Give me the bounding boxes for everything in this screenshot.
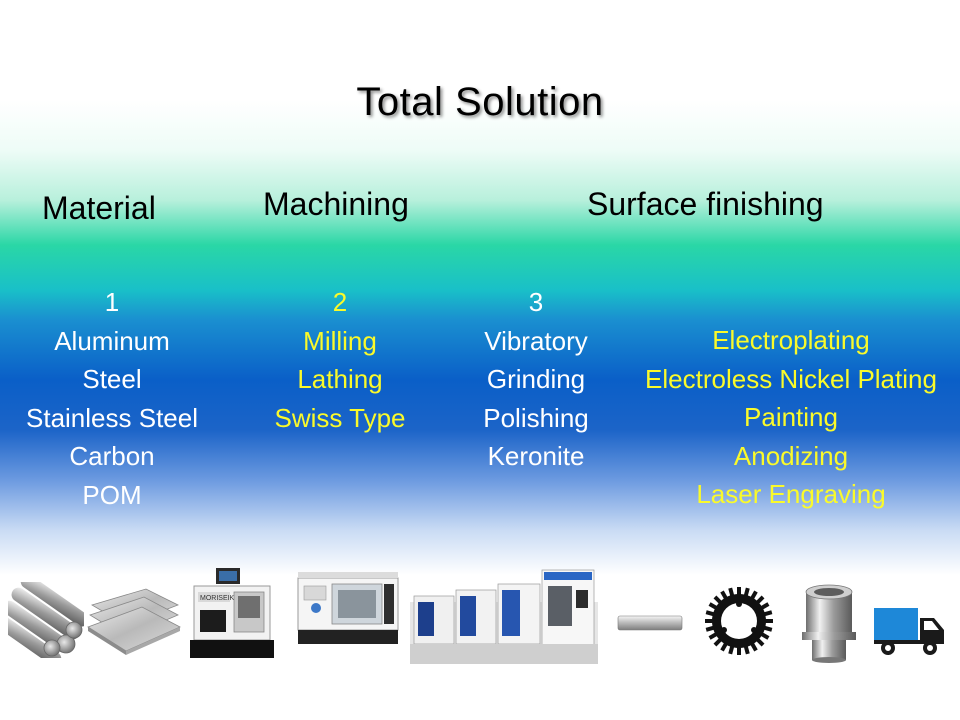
material-item: Carbon (69, 441, 155, 471)
machining-item: Swiss Type (274, 402, 406, 433)
coating-item: Electroplating (712, 325, 870, 355)
metal-bar-image (617, 615, 683, 631)
machining-item: Lathing (297, 364, 383, 394)
page-title: Total Solution (356, 80, 604, 124)
finishing-number: 3 (528, 287, 544, 317)
truck-icon (874, 608, 944, 655)
finishing-list: 3 Vibratory Grinding Polishing Keronite (456, 283, 616, 476)
material-list: 1 Aluminum Steel Stainless Steel Carbon … (12, 283, 212, 514)
material-item: Stainless Steel (26, 402, 198, 433)
aluminum-sheets-image (87, 588, 181, 655)
machining-list: 2 Milling Lathing Swiss Type (250, 283, 430, 437)
heading-surface-finishing: Surface finishing (587, 186, 824, 222)
finishing-item: Vibratory (484, 325, 588, 356)
chainring-image (705, 587, 773, 655)
heading-machining: Machining (263, 186, 409, 222)
material-number: 1 (104, 287, 120, 317)
swiss-lathe-image: MORISEIKI (190, 568, 274, 658)
svg-text:MORISEIKI: MORISEIKI (200, 595, 236, 602)
finishing-item: Polishing (483, 402, 589, 433)
metal-bushing-image (802, 584, 856, 663)
finishing-item: Keronite (487, 441, 585, 471)
machining-number: 2 (332, 287, 348, 317)
machining-item: Milling (303, 325, 377, 356)
machining-centers-image (410, 569, 598, 664)
material-item: POM (82, 479, 142, 510)
heading-material: Material (42, 190, 156, 226)
cnc-lathe-image (297, 572, 399, 644)
coating-list: Electroplating Electroless Nickel Platin… (626, 321, 956, 514)
material-item: Steel (82, 364, 142, 394)
finishing-item: Grinding (486, 364, 586, 394)
coating-item: Anodizing (733, 440, 849, 471)
metal-rods-image (8, 582, 84, 658)
coating-item: Laser Engraving (696, 479, 886, 509)
coating-item: Painting (744, 402, 838, 432)
coating-item: Electroless Nickel Plating (645, 363, 937, 394)
material-item: Aluminum (54, 325, 170, 356)
